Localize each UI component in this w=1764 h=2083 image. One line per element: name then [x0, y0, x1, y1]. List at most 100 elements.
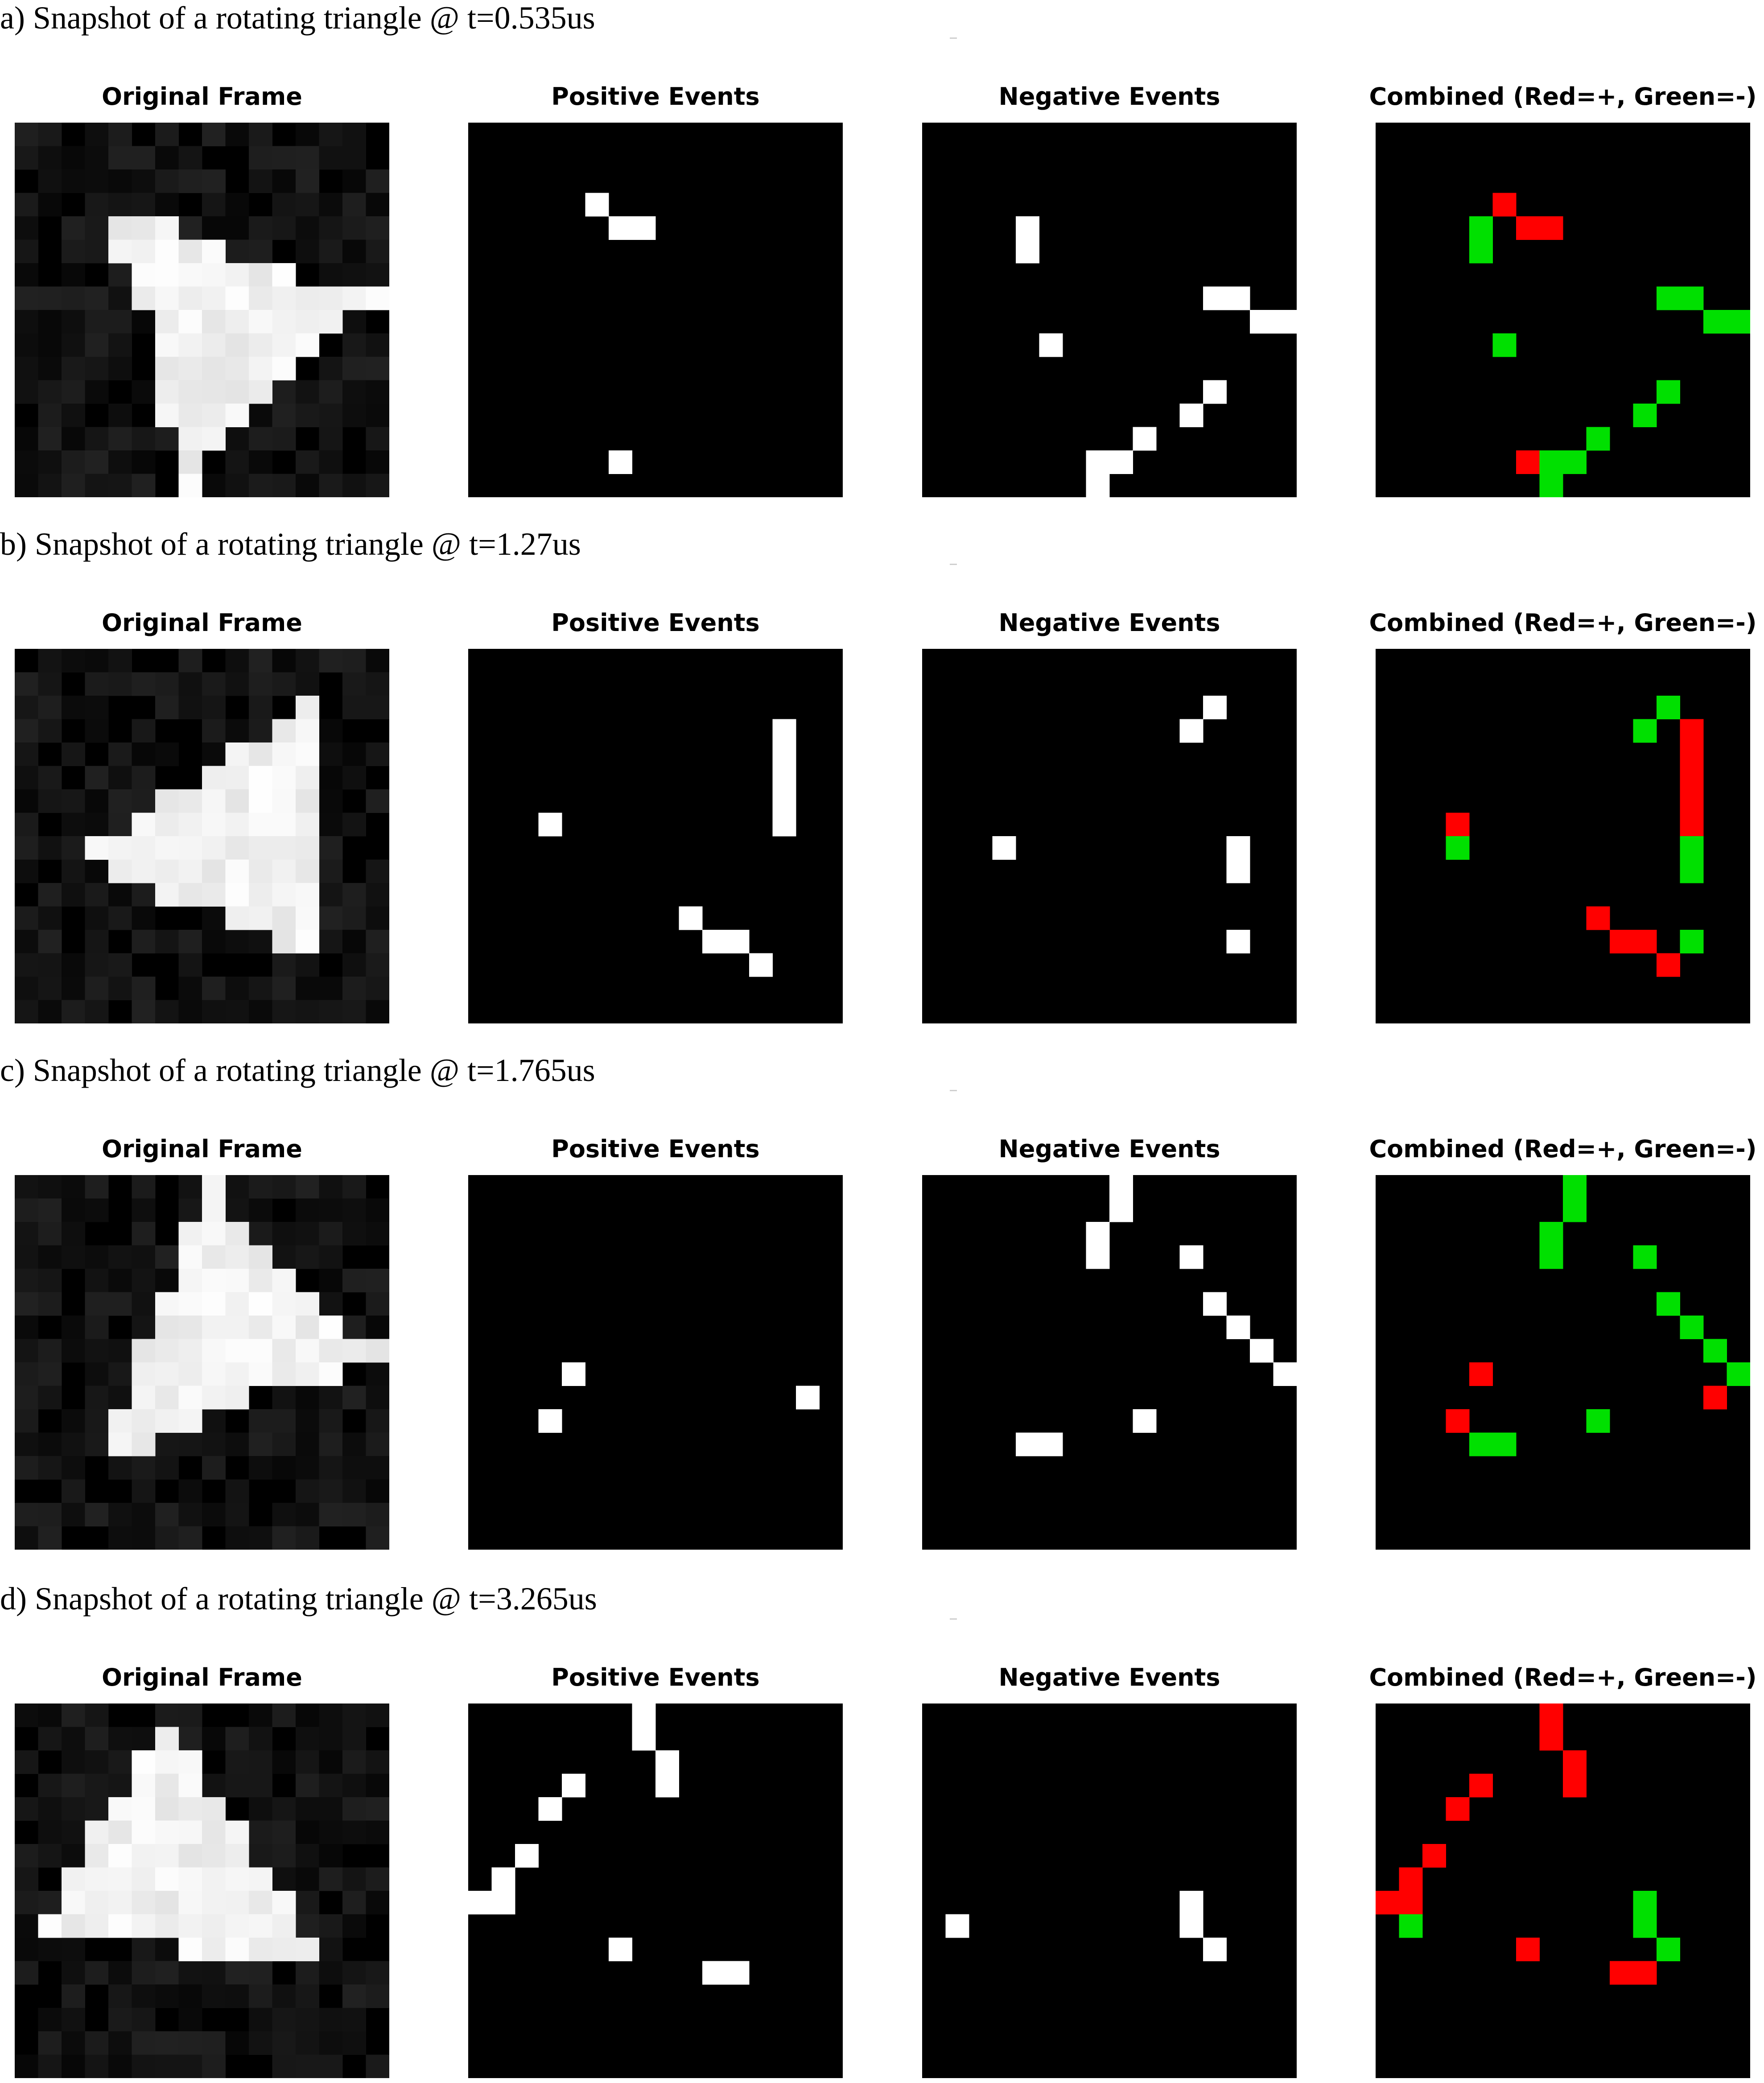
noise-pixel	[319, 930, 343, 953]
triangle-pixel	[249, 286, 272, 310]
noise-pixel	[38, 2054, 62, 2078]
positive-events-image	[468, 1175, 843, 1550]
noise-pixel	[342, 672, 366, 696]
noise-pixel	[62, 742, 85, 766]
combined-positive-pixel	[1539, 1727, 1563, 1751]
noise-pixel	[108, 310, 132, 334]
triangle-pixel	[202, 263, 226, 287]
noise-pixel	[225, 977, 249, 1000]
noise-pixel	[85, 696, 109, 719]
triangle-pixel	[249, 310, 272, 334]
negative-event-pixel	[1016, 216, 1039, 240]
noise-pixel	[319, 1198, 343, 1222]
triangle-pixel	[272, 1938, 296, 1961]
noise-pixel	[85, 1432, 109, 1456]
noise-pixel	[38, 789, 62, 813]
combined-events-image	[1376, 1175, 1750, 1550]
triangle-pixel	[296, 836, 319, 860]
noise-pixel	[249, 1961, 272, 1985]
triangle-pixel	[249, 1362, 272, 1386]
noise-pixel	[85, 146, 109, 170]
noise-pixel	[249, 427, 272, 451]
triangle-pixel	[342, 1339, 366, 1363]
combined-positive-pixel	[1680, 789, 1704, 813]
noise-pixel	[155, 1269, 179, 1292]
noise-pixel	[342, 1750, 366, 1774]
noise-pixel	[319, 427, 343, 451]
noise-pixel	[296, 123, 319, 146]
negative-event-pixel	[1226, 836, 1250, 860]
triangle-pixel	[178, 1774, 202, 1798]
noise-pixel	[62, 953, 85, 977]
positive-events-title: Positive Events	[551, 82, 760, 111]
triangle-pixel	[249, 1914, 272, 1938]
noise-pixel	[272, 1409, 296, 1433]
noise-pixel	[319, 1797, 343, 1821]
noise-pixel	[296, 1750, 319, 1774]
positive-event-pixel	[609, 450, 632, 474]
noise-pixel	[296, 474, 319, 497]
triangle-pixel	[155, 286, 179, 310]
noise-pixel	[15, 1456, 38, 1480]
noise-pixel	[272, 1867, 296, 1891]
noise-pixel	[178, 1984, 202, 2008]
noise-pixel	[85, 906, 109, 930]
noise-pixel	[319, 1175, 343, 1199]
combined-positive-pixel	[1399, 1867, 1423, 1891]
noise-pixel	[225, 1198, 249, 1222]
noise-pixel	[15, 906, 38, 930]
noise-pixel	[15, 672, 38, 696]
noise-pixel	[155, 1503, 179, 1526]
triangle-pixel	[155, 836, 179, 860]
noise-pixel	[108, 146, 132, 170]
noise-pixel	[108, 123, 132, 146]
noise-pixel	[342, 1479, 366, 1503]
noise-pixel	[108, 906, 132, 930]
combined-negative-pixel	[1399, 1914, 1423, 1938]
noise-pixel	[225, 1984, 249, 2008]
noise-pixel	[342, 1432, 366, 1456]
noise-pixel	[296, 1891, 319, 1914]
triangle-pixel	[225, 1339, 249, 1363]
triangle-pixel	[225, 1292, 249, 1316]
noise-pixel	[178, 2008, 202, 2032]
positive-event-pixel	[538, 1797, 562, 1821]
noise-pixel	[366, 742, 389, 766]
noise-pixel	[249, 2008, 272, 2032]
triangle-pixel	[272, 906, 296, 930]
triangle-pixel	[249, 859, 272, 883]
noise-pixel	[85, 1245, 109, 1269]
noise-pixel	[202, 2054, 226, 2078]
triangle-pixel	[296, 883, 319, 907]
noise-pixel	[132, 1503, 156, 1526]
positive-event-pixel	[772, 813, 796, 837]
noise-pixel	[202, 672, 226, 696]
noise-pixel	[62, 1432, 85, 1456]
noise-pixel	[342, 146, 366, 170]
noise-pixel	[108, 2008, 132, 2032]
combined-events-image	[1376, 1704, 1750, 2078]
triangle-pixel	[272, 719, 296, 743]
negative-event-pixel	[1133, 427, 1157, 451]
triangle-pixel	[272, 742, 296, 766]
triangle-pixel	[225, 380, 249, 404]
noise-pixel	[202, 1984, 226, 2008]
noise-pixel	[178, 930, 202, 953]
noise-pixel	[202, 169, 226, 193]
noise-pixel	[296, 1797, 319, 1821]
triangle-pixel	[178, 1409, 202, 1433]
noise-pixel	[178, 2031, 202, 2055]
noise-pixel	[319, 1750, 343, 1774]
triangle-pixel	[85, 1891, 109, 1914]
noise-pixel	[366, 1316, 389, 1339]
panel-background	[468, 1175, 843, 1550]
noise-pixel	[38, 672, 62, 696]
noise-pixel	[62, 1222, 85, 1246]
triangle-pixel	[155, 813, 179, 837]
combined-negative-pixel	[1633, 1245, 1657, 1269]
noise-pixel	[366, 953, 389, 977]
noise-pixel	[366, 2054, 389, 2078]
combined-positive-pixel	[1539, 216, 1563, 240]
triangle-pixel	[85, 1820, 109, 1844]
noise-pixel	[38, 1704, 62, 1727]
